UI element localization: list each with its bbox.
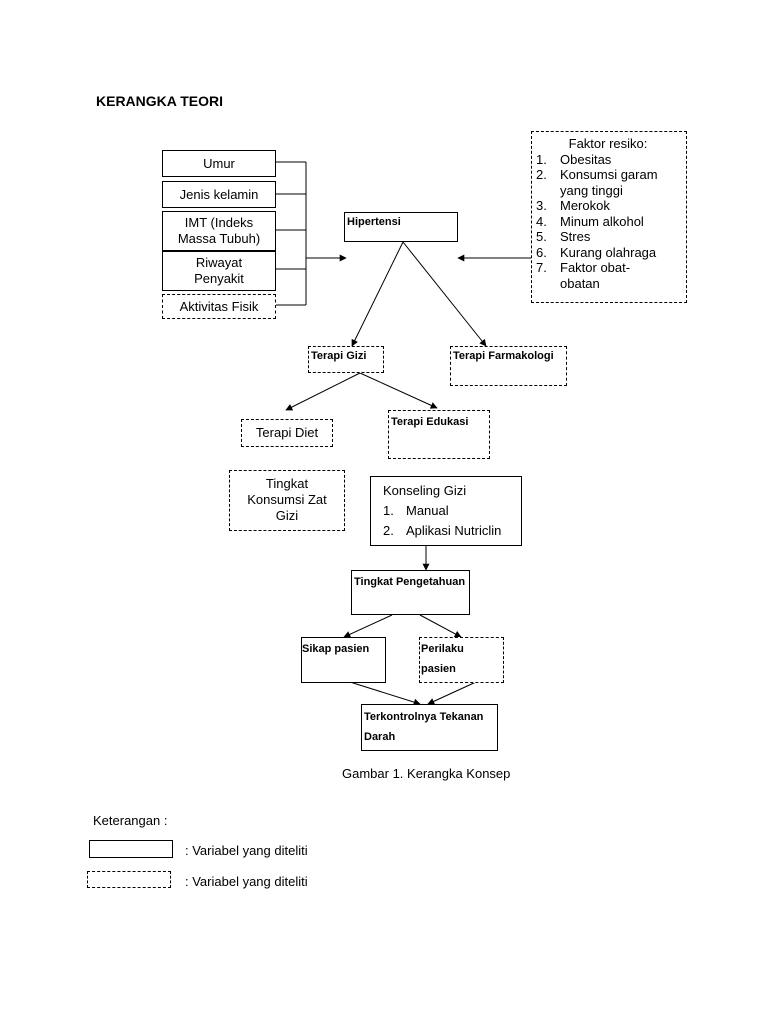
- list-item: 1.Manual: [383, 503, 449, 518]
- terapi-edukasi-box: Terapi Edukasi: [388, 410, 490, 459]
- terkontrol-box: Terkontrolnya Tekanan Darah: [361, 704, 498, 751]
- legend-heading: Keterangan :: [93, 813, 168, 828]
- legend-dashed-label: : Variabel yang diteliti: [185, 874, 308, 889]
- factor-jenis-kelamin: Jenis kelamin: [162, 181, 276, 208]
- list-item: 5.Stres: [536, 229, 591, 244]
- terapi-gizi-box: Terapi Gizi: [308, 346, 384, 373]
- list-item: 3.Merokok: [536, 198, 610, 213]
- factor-riwayat-penyakit: Riwayat Penyakit: [162, 251, 276, 291]
- konseling-gizi-box: Konseling Gizi 1.Manual 2.Aplikasi Nutri…: [370, 476, 522, 546]
- sikap-pasien-box: Sikap pasien: [301, 637, 386, 683]
- risk-factors-heading: Faktor resiko:: [568, 136, 648, 151]
- terapi-farmakologi-box: Terapi Farmakologi: [450, 346, 567, 386]
- konseling-list: 1.Manual 2.Aplikasi Nutriclin: [383, 501, 521, 541]
- factor-aktivitas-fisik: Aktivitas Fisik: [162, 294, 276, 319]
- list-item: 2.Konsumsi garam yang tinggi: [536, 167, 658, 198]
- legend-solid-swatch: [89, 840, 173, 858]
- legend-dashed-swatch: [87, 871, 171, 888]
- figure-caption: Gambar 1. Kerangka Konsep: [342, 766, 511, 781]
- list-item: 2.Aplikasi Nutriclin: [383, 523, 502, 538]
- legend-solid-label: : Variabel yang diteliti: [185, 843, 308, 858]
- konseling-heading: Konseling Gizi: [383, 483, 467, 498]
- tingkat-konsumsi-box: Tingkat Konsumsi Zat Gizi: [229, 470, 345, 531]
- perilaku-pasien-box: Perilaku pasien: [419, 637, 504, 683]
- factor-umur: Umur: [162, 150, 276, 177]
- tingkat-pengetahuan-box: Tingkat Pengetahuan: [351, 570, 470, 615]
- list-item: 7.Faktor obat-obatan: [536, 260, 631, 291]
- risk-factors-list: 1.Obesitas 2.Konsumsi garam yang tinggi …: [536, 152, 680, 292]
- list-item: 1.Obesitas: [536, 151, 612, 167]
- list-item: 4.Minum alkohol: [536, 213, 644, 229]
- terapi-diet-box: Terapi Diet: [241, 419, 333, 447]
- list-item: 6.Kurang olahraga: [536, 244, 657, 260]
- factor-imt: IMT (Indeks Massa Tubuh): [162, 211, 276, 251]
- risk-factors-box: Faktor resiko: 1.Obesitas 2.Konsumsi gar…: [531, 131, 687, 303]
- page-title: KERANGKA TEORI: [96, 93, 224, 109]
- hipertensi-box: Hipertensi: [344, 212, 458, 242]
